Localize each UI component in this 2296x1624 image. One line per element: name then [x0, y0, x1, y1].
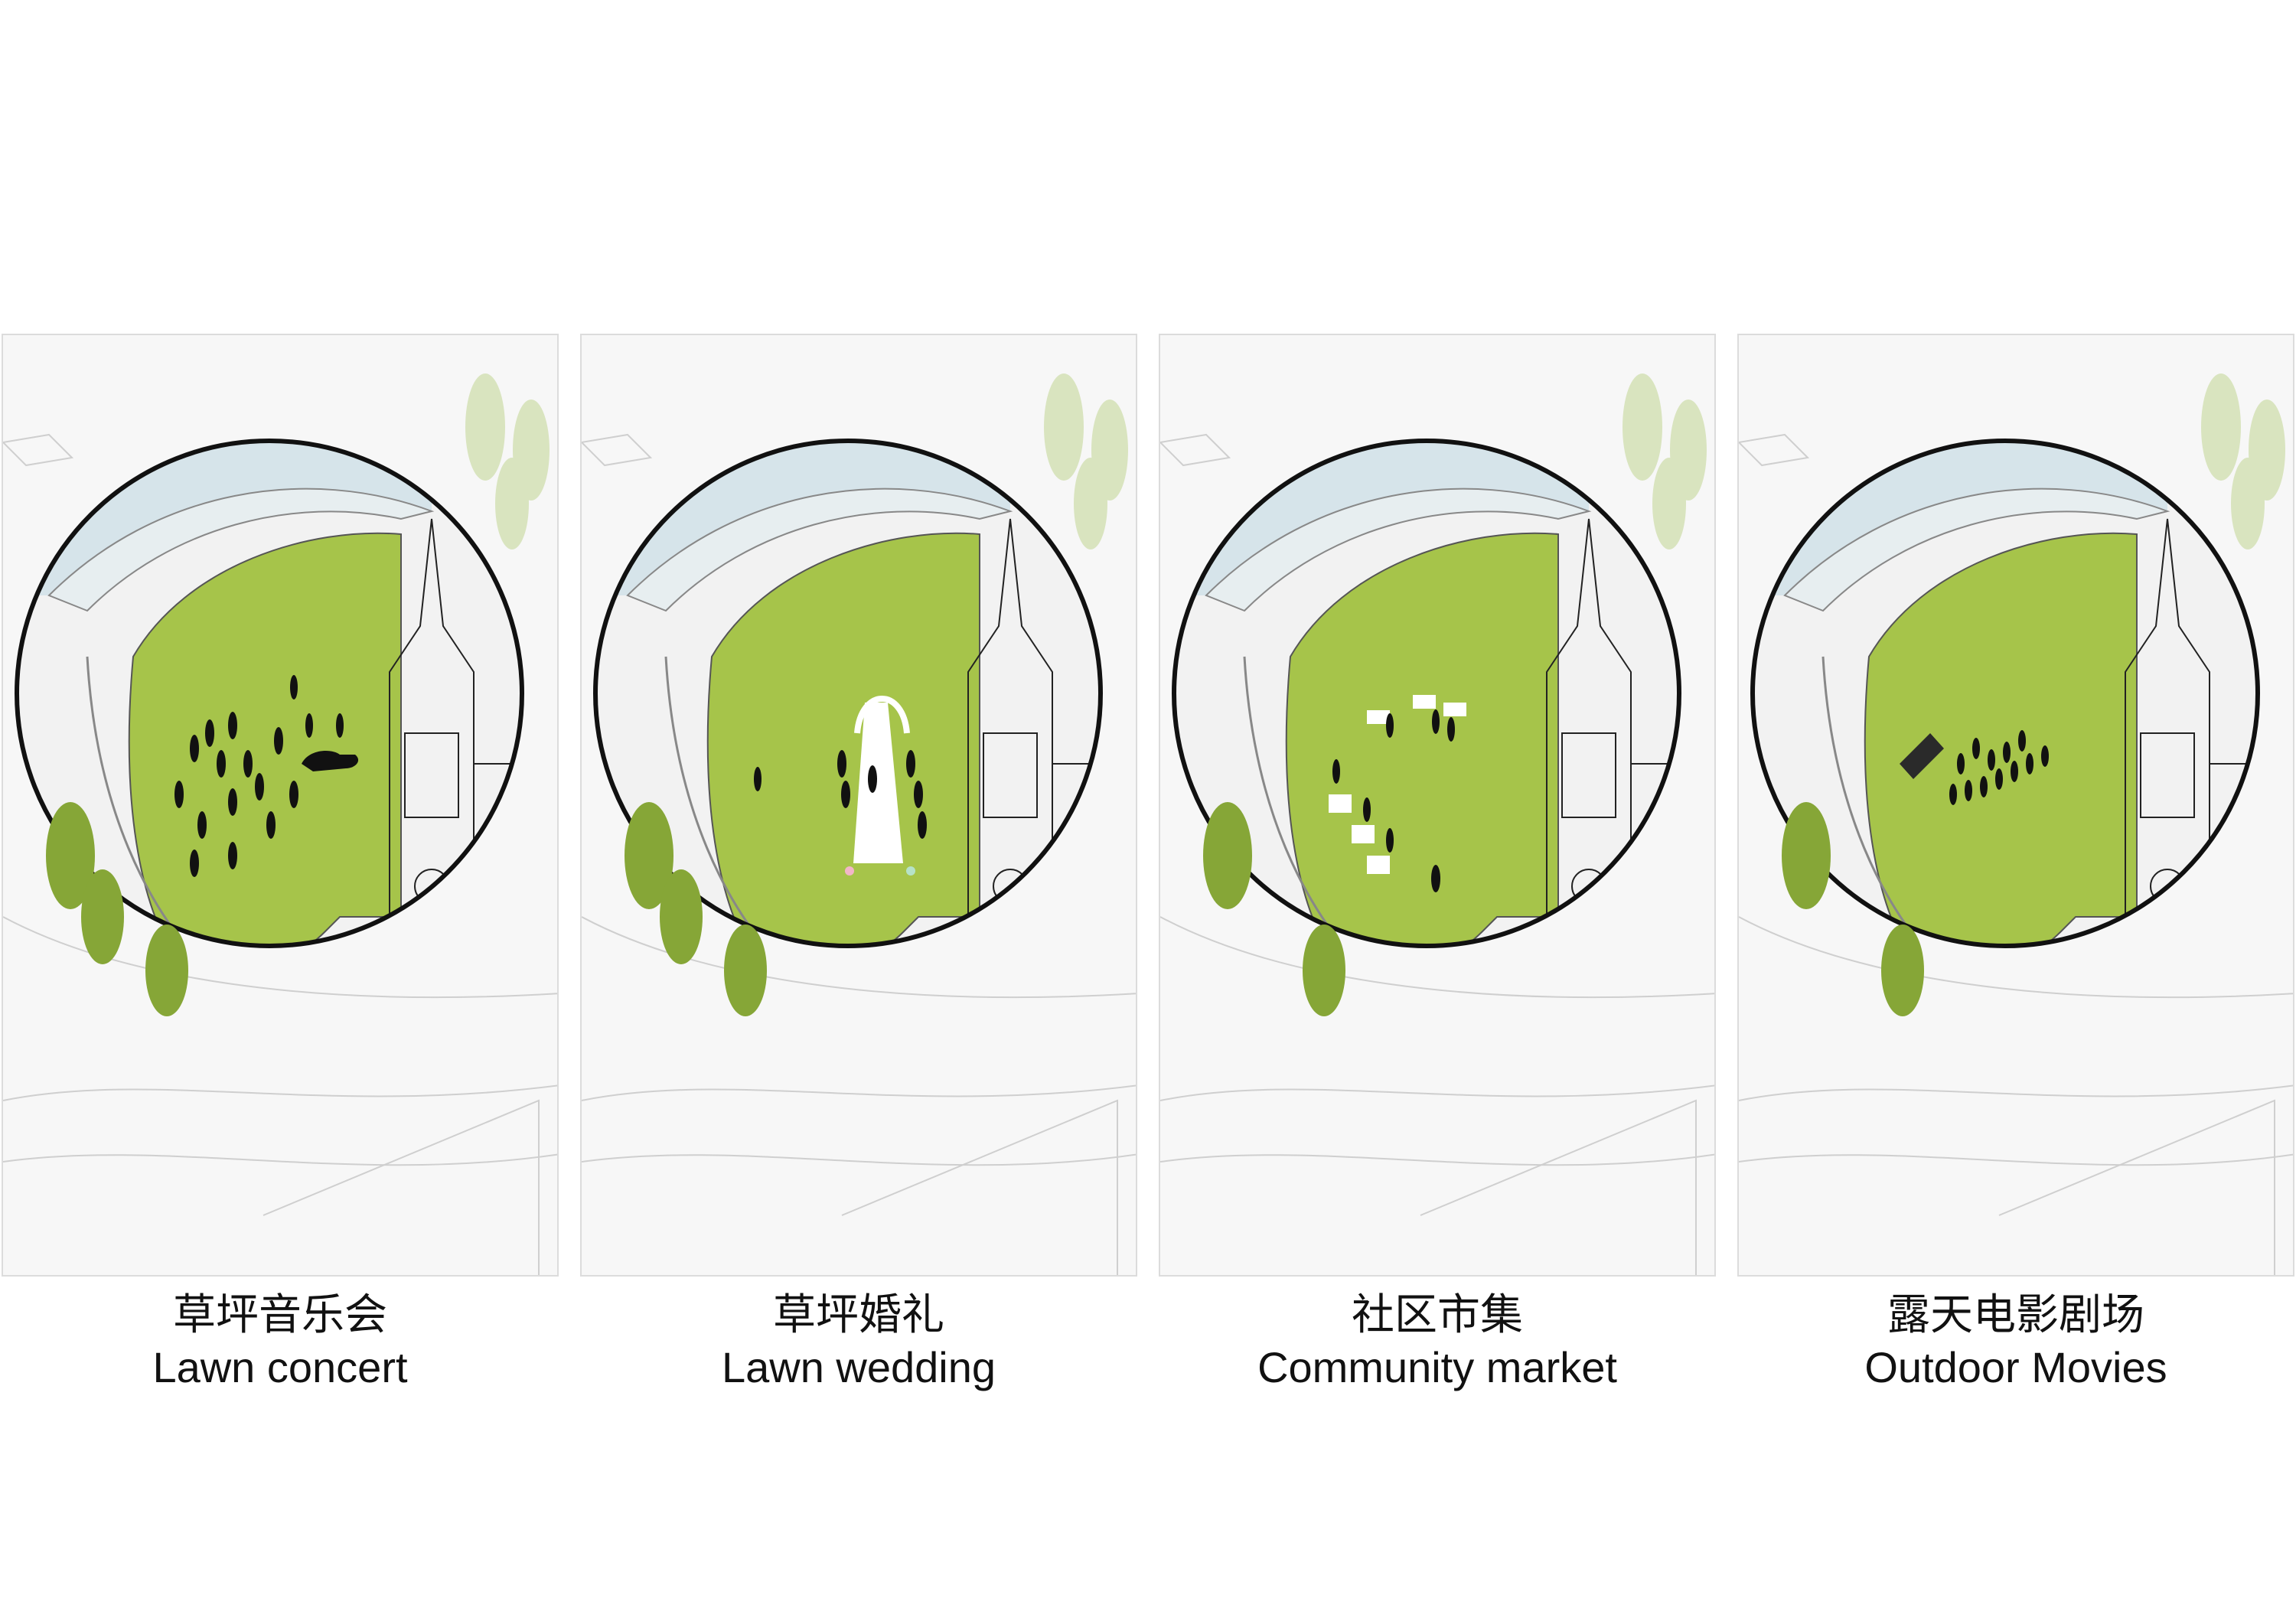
panel-outdoor-movies [1737, 334, 2294, 1277]
crowd-silhouettes [754, 750, 927, 839]
movie-screen [1900, 733, 1944, 779]
site-plan-illustration [1739, 373, 2293, 1275]
tree-icon [625, 802, 767, 1016]
site-plan-illustration [1160, 373, 1714, 1275]
caption-title-zh: 社区市集 [1352, 1290, 1523, 1340]
caption-title-en: Lawn concert [152, 1343, 408, 1391]
caption-lawn-wedding: 草坪婚礼 Lawn wedding [568, 1289, 1150, 1393]
tree-icon [2201, 373, 2285, 549]
tree-icon [1044, 373, 1128, 549]
site-plan-illustration [3, 373, 557, 1275]
caption-title-zh: 草坪音乐会 [173, 1290, 387, 1340]
wedding-aisle [845, 696, 915, 876]
tree-icon [465, 373, 550, 549]
site-plan-illustration [582, 373, 1136, 1275]
caption-lawn-concert: 草坪音乐会 Lawn concert [0, 1289, 571, 1393]
tree-icon [1623, 373, 1707, 549]
tree-icon [46, 802, 188, 1016]
panel-lawn-wedding [580, 334, 1137, 1277]
caption-title-zh: 草坪婚礼 [773, 1290, 944, 1340]
panel-lawn-concert [2, 334, 559, 1277]
caption-title-en: Community market [1257, 1343, 1617, 1391]
tree-icon [1203, 802, 1345, 1016]
market-stalls [1329, 695, 1466, 874]
panel-community-market [1159, 334, 1716, 1277]
caption-title-en: Lawn wedding [721, 1343, 996, 1391]
caption-community-market: 社区市集 Community market [1146, 1289, 1728, 1393]
caption-outdoor-movies: 露天电影剧场 Outdoor Movies [1725, 1289, 2296, 1393]
crowd-silhouettes [1332, 709, 1455, 892]
tree-icon [1782, 802, 1924, 1016]
caption-title-en: Outdoor Movies [1864, 1343, 2167, 1391]
crowd-silhouettes [1949, 730, 2049, 805]
caption-title-zh: 露天电影剧场 [1887, 1290, 2144, 1340]
crowd-silhouettes [174, 675, 359, 877]
